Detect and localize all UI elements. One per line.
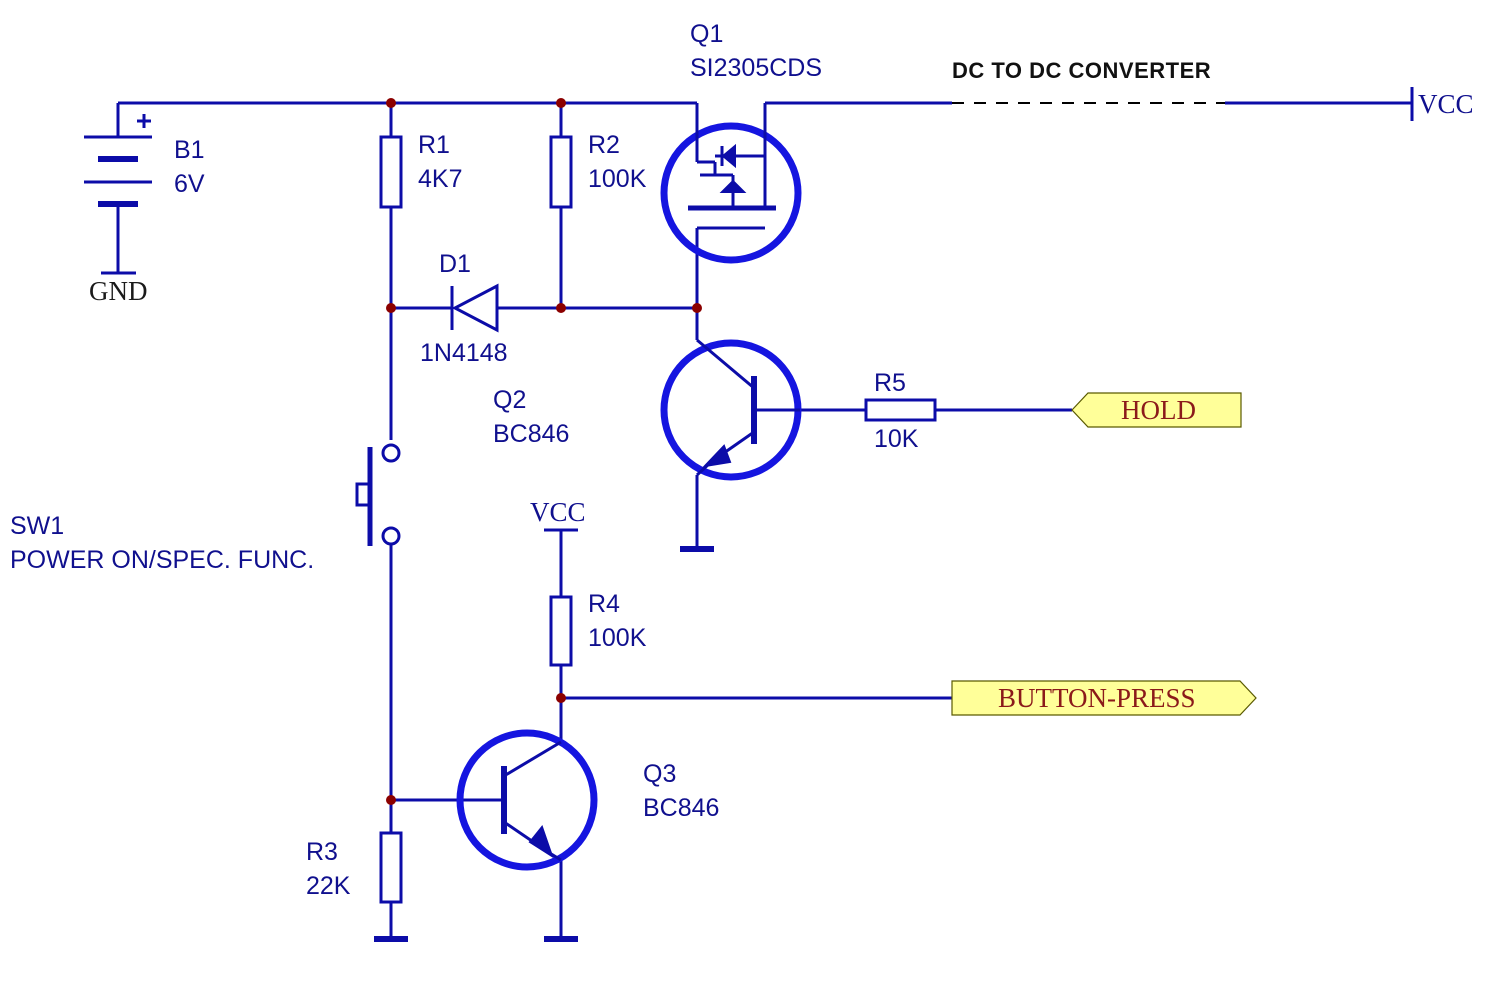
r4-ref: R4	[588, 590, 620, 618]
mosfet-q1: Q1 SI2305CDS	[660, 20, 822, 264]
sw1-ref: SW1	[10, 512, 64, 540]
resistor-r1: R1 4K7	[379, 131, 462, 209]
q2-value: BC846	[493, 420, 569, 448]
r4-value: 100K	[588, 624, 647, 652]
resistor-r5: R5 10K	[864, 369, 937, 453]
junctions	[386, 98, 702, 805]
r1-ref: R1	[418, 131, 450, 159]
r3-value: 22K	[306, 872, 351, 900]
vcc-port-mid: VCC	[530, 497, 586, 532]
r1-value: 4K7	[418, 165, 462, 193]
diode-d1: D1 1N4148	[420, 250, 508, 367]
q1-value: SI2305CDS	[690, 54, 822, 82]
vcc-mid-label: VCC	[530, 497, 586, 527]
battery-value: 6V	[174, 170, 205, 198]
button-press-port-label: BUTTON-PRESS	[998, 683, 1196, 713]
q3-ref: Q3	[643, 760, 676, 788]
transistor-q2: Q2 BC846	[493, 338, 802, 481]
resistor-r2: R2 100K	[549, 131, 647, 209]
button-press-port: BUTTON-PRESS	[951, 680, 1257, 716]
d1-value: 1N4148	[420, 339, 508, 367]
r5-ref: R5	[874, 369, 906, 397]
r2-ref: R2	[588, 131, 620, 159]
battery-ref: B1	[174, 136, 205, 164]
d1-ref: D1	[439, 250, 471, 278]
r2-value: 100K	[588, 165, 647, 193]
vcc-right-label: VCC	[1418, 89, 1474, 119]
gnd-label: GND	[89, 276, 148, 306]
vcc-port-right: VCC	[1410, 87, 1474, 121]
hold-port: HOLD	[1071, 392, 1242, 428]
sw1-value: POWER ON/SPEC. FUNC.	[10, 546, 314, 574]
transistor-q3: Q3 BC846	[456, 729, 719, 871]
hold-port-label: HOLD	[1121, 395, 1196, 425]
wires	[116, 101, 1412, 938]
gnd-symbol: GND	[89, 271, 148, 306]
resistor-r4: R4 100K	[549, 590, 647, 667]
q3-value: BC846	[643, 794, 719, 822]
switch-sw1: SW1 POWER ON/SPEC. FUNC.	[10, 443, 401, 574]
converter-note: DC TO DC CONVERTER	[952, 58, 1211, 83]
battery-b1: B1 6V	[84, 114, 205, 207]
resistor-r3: R3 22K	[306, 831, 403, 904]
q1-ref: Q1	[690, 20, 723, 48]
q2-ref: Q2	[493, 386, 526, 414]
r3-ref: R3	[306, 838, 338, 866]
r5-value: 10K	[874, 425, 919, 453]
